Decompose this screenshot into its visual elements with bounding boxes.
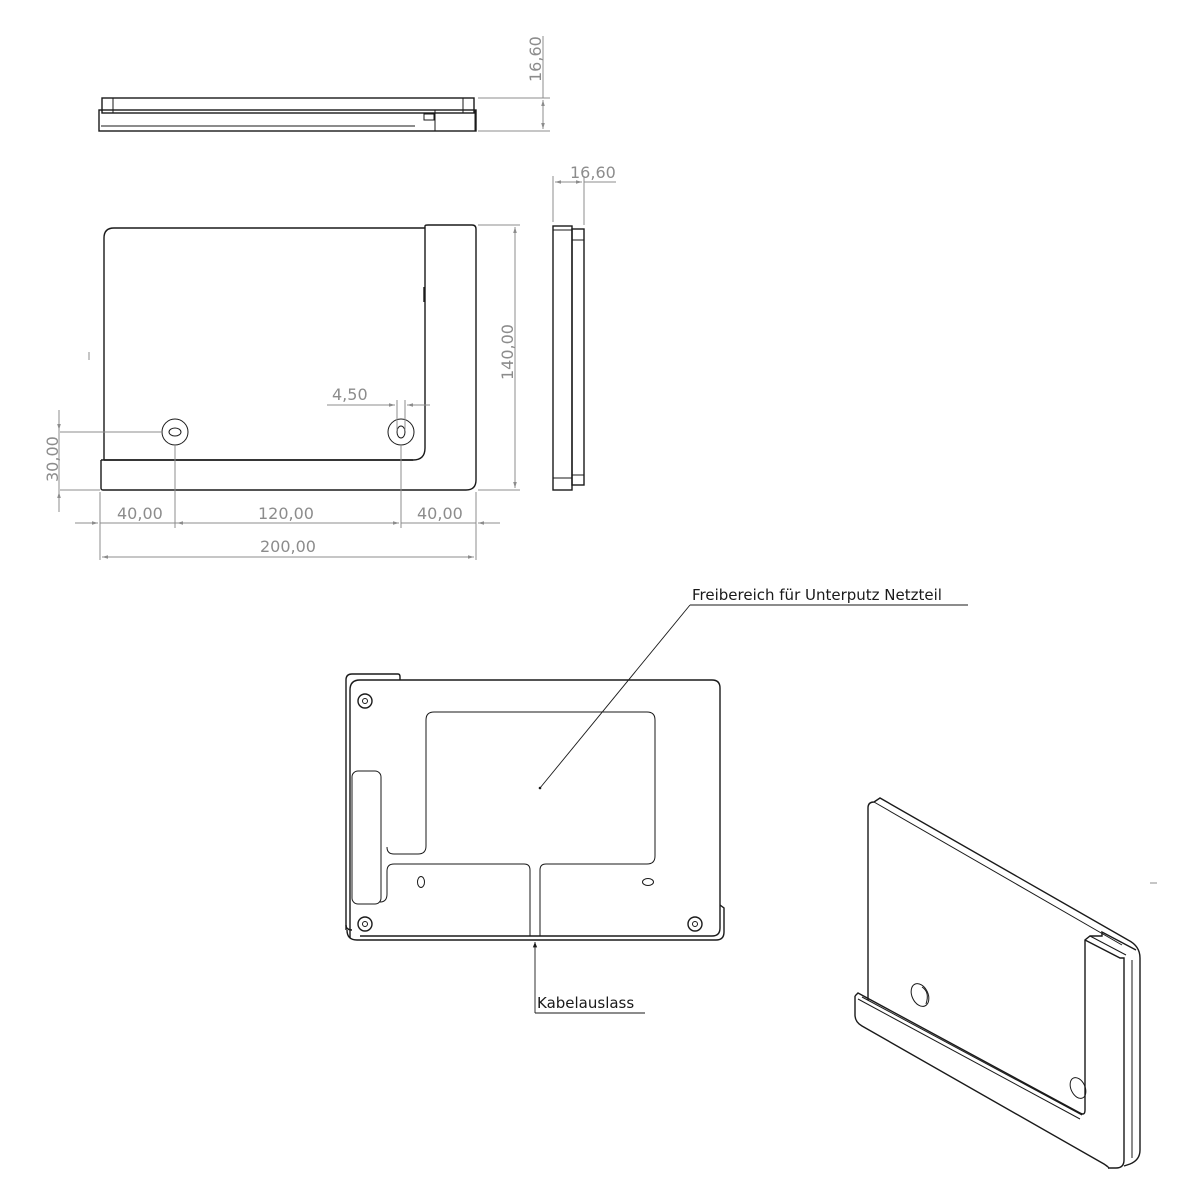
mounting-hole-left	[161, 418, 189, 446]
front-view-bottom-ledge	[100, 460, 466, 491]
front-view-right-frame	[424, 224, 477, 491]
slot-right	[642, 878, 654, 886]
recess-callout: Freibereich für Unterputz Netzteil	[692, 586, 942, 604]
iso-bottom-ledge	[854, 992, 1086, 1115]
recess-outline	[425, 711, 656, 936]
side-view-plate	[552, 225, 573, 491]
iso-hole-left	[910, 983, 930, 1007]
side-view: 16,60	[552, 163, 616, 491]
slot-left	[417, 876, 425, 888]
hole-left-offset-dimension: 40,00	[117, 504, 163, 523]
hole-spacing-dimension: 120,00	[258, 504, 314, 523]
rear-view: Freibereich für Unterputz Netzteil Kabel…	[345, 586, 968, 1014]
screw-bottom-right	[687, 916, 703, 932]
iso-hole-right	[1069, 1077, 1087, 1099]
overall-height-dimension: 140,00	[498, 324, 517, 380]
top-view: 16,60	[98, 36, 550, 132]
top-view-lower-plate	[98, 109, 477, 132]
iso-back-plate	[867, 797, 1141, 1167]
mounting-hole-right	[387, 418, 415, 446]
side-view-depth-dimension: 16,60	[570, 163, 616, 182]
screw-bottom-left	[357, 916, 373, 932]
top-view-upper-plate	[101, 97, 475, 114]
front-view: 140,00 30,00 40,00 120,00 40,00 200,00 4…	[43, 224, 520, 560]
top-view-height-dimension: 16,60	[526, 36, 545, 82]
cable-channel	[351, 770, 382, 905]
isometric-view	[854, 797, 1157, 1169]
hole-height-dimension: 30,00	[43, 436, 62, 482]
overall-width-dimension: 200,00	[260, 537, 316, 556]
rear-view-plate	[349, 679, 721, 938]
screw-top-left	[357, 693, 373, 709]
side-view-frame	[571, 228, 585, 486]
front-view-back-plate	[103, 227, 425, 460]
hole-right-offset-dimension: 40,00	[417, 504, 463, 523]
slot-width-dimension: 4,50	[332, 385, 368, 404]
cable-outlet-callout: Kabelauslass	[537, 994, 634, 1012]
